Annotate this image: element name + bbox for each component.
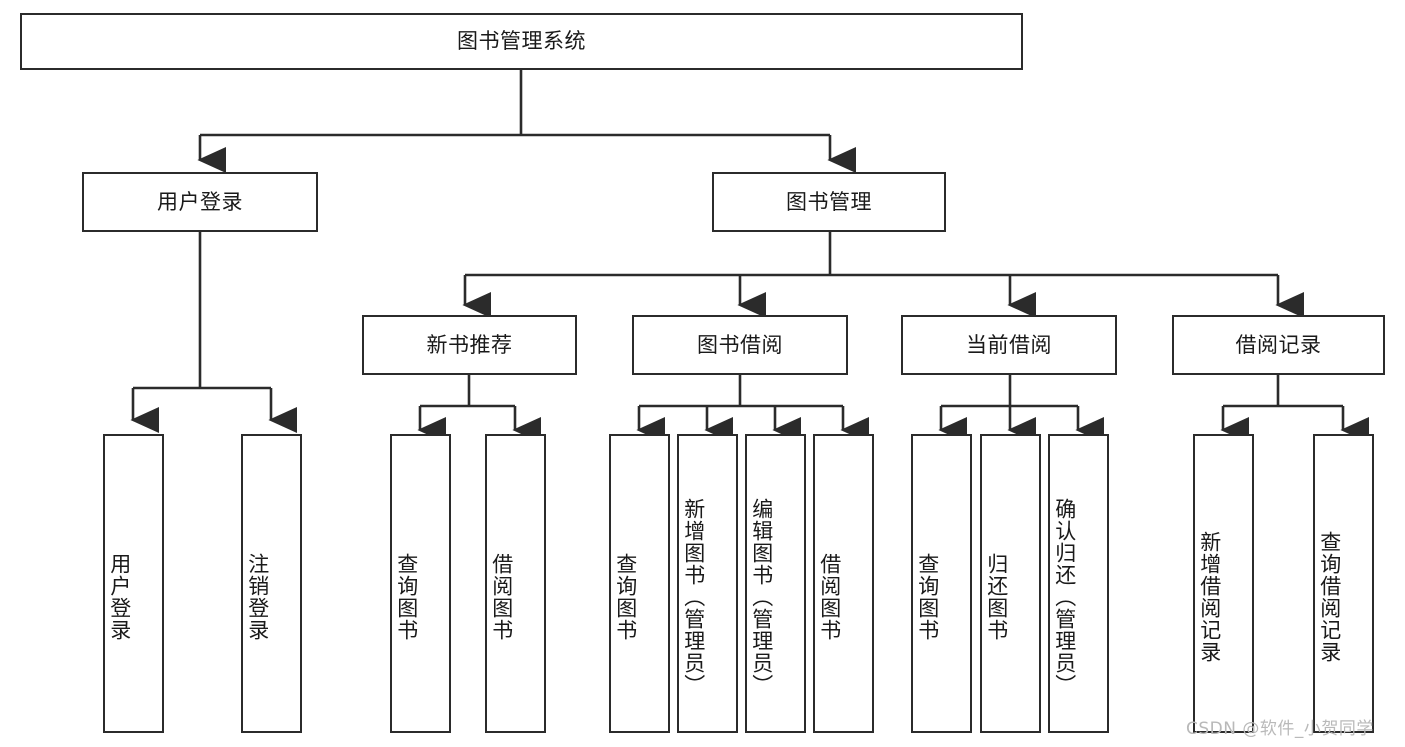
leaf-book-borrow-query[interactable]: 查询图书 [609,434,670,733]
node-current-borrow[interactable]: 当前借阅 [901,315,1117,375]
node-root[interactable]: 图书管理系统 [20,13,1023,70]
watermark-text: CSDN @软件_小贺同学 [1186,719,1374,739]
leaf-label: 借阅图书 [489,552,514,641]
leaf-user-login-logout[interactable]: 注销登录 [241,434,302,733]
leaf-new-book-borrow[interactable]: 借阅图书 [485,434,546,733]
leaf-book-borrow-borrow[interactable]: 借阅图书 [813,434,874,733]
node-borrow-record[interactable]: 借阅记录 [1172,315,1385,375]
node-user-login-label: 用户登录 [157,189,243,214]
leaf-label: 归还图书 [984,552,1009,641]
leaf-current-borrow-confirm[interactable]: 确认归还（管理员） [1048,434,1109,733]
leaf-current-borrow-query[interactable]: 查询图书 [911,434,972,733]
leaf-label: 注销登录 [245,552,270,641]
leaf-label: 编辑图书（管理员） [749,497,774,696]
leaf-label: 借阅图书 [817,552,842,641]
node-new-book-recommend-label: 新书推荐 [426,332,513,357]
leaf-book-borrow-add[interactable]: 新增图书（管理员） [677,434,738,733]
leaf-borrow-record-query[interactable]: 查询借阅记录 [1313,434,1374,733]
node-book-management[interactable]: 图书管理 [712,172,946,232]
leaf-label: 查询图书 [613,552,638,641]
node-user-login[interactable]: 用户登录 [82,172,318,232]
leaf-book-borrow-edit[interactable]: 编辑图书（管理员） [745,434,806,733]
leaf-label: 查询图书 [915,552,940,641]
node-borrow-record-label: 借阅记录 [1235,332,1322,357]
leaf-user-login-login[interactable]: 用户登录 [103,434,164,733]
leaf-label: 确认归还（管理员） [1052,497,1077,696]
leaf-current-borrow-return[interactable]: 归还图书 [980,434,1041,733]
leaf-label: 查询借阅记录 [1317,530,1342,663]
leaf-label: 新增借阅记录 [1197,530,1222,663]
leaf-label: 新增图书（管理员） [681,497,706,696]
leaf-label: 用户登录 [107,552,132,641]
node-current-borrow-label: 当前借阅 [966,332,1052,357]
node-root-label: 图书管理系统 [457,29,586,54]
leaf-label: 查询图书 [394,552,419,641]
node-book-borrow-label: 图书借阅 [697,332,783,357]
node-book-borrow[interactable]: 图书借阅 [632,315,848,375]
leaf-new-book-query[interactable]: 查询图书 [390,434,451,733]
node-new-book-recommend[interactable]: 新书推荐 [362,315,577,375]
node-book-management-label: 图书管理 [786,189,872,214]
leaf-borrow-record-add[interactable]: 新增借阅记录 [1193,434,1254,733]
